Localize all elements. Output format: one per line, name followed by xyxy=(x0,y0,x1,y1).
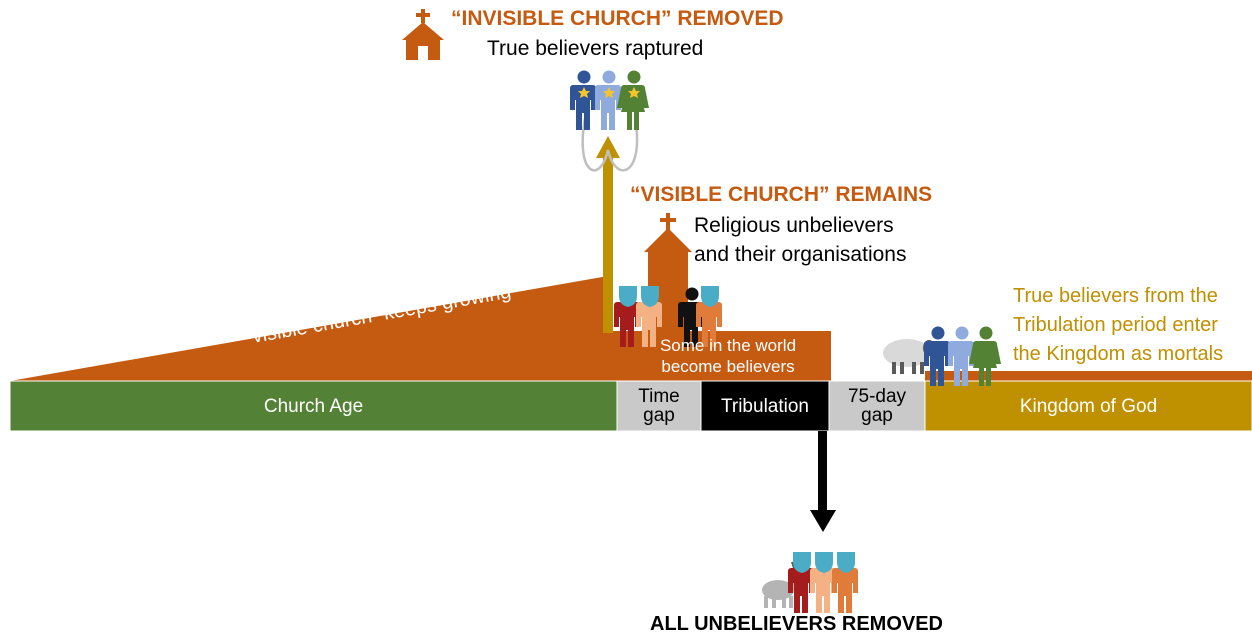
person-icon xyxy=(617,70,649,130)
time-gap-line1: Time xyxy=(638,386,680,407)
person-icon xyxy=(832,552,858,613)
raptured-subtitle: True believers raptured xyxy=(487,37,704,60)
person-icon xyxy=(595,70,621,130)
visible-church-line1: Religious unbelievers xyxy=(694,214,894,237)
kingdom-orange-band xyxy=(925,371,1252,381)
kingdom-label: Kingdom of God xyxy=(1019,395,1158,417)
raptured-title: “INVISIBLE CHURCH” REMOVED xyxy=(451,7,784,30)
raptured-believers xyxy=(570,70,649,130)
visible-church-wedge xyxy=(10,276,831,381)
kingdom-segment xyxy=(924,380,1252,432)
rapture-arrow xyxy=(596,136,620,333)
gap75-line1: 75-day xyxy=(847,386,907,407)
rapture-loop xyxy=(581,117,639,172)
tribulation-label: Tribulation xyxy=(720,395,809,417)
visible-church-title: “VISIBLE CHURCH” REMAINS xyxy=(630,183,933,206)
world-believers-line2: become believers xyxy=(661,357,795,376)
kingdom-note-line2: Tribulation period enter xyxy=(1013,314,1218,336)
church-age-segment xyxy=(9,380,618,432)
time-gap-line2: gap xyxy=(643,405,675,426)
visible-church-line2: and their organisations xyxy=(694,243,907,266)
gap75-segment xyxy=(828,380,926,432)
gap75-label: 75-day gap xyxy=(829,381,925,431)
time-gap-label: Time gap xyxy=(617,381,701,431)
time-gap-segment xyxy=(616,380,702,432)
removed-unbelievers-group xyxy=(762,552,858,613)
church-icon xyxy=(402,9,444,60)
person-icon xyxy=(570,70,596,130)
kingdom-note-line3: the Kingdom as mortals xyxy=(1013,343,1224,365)
kingdom-note-line1: True believers from the xyxy=(1013,285,1218,307)
kingdom-believers-group xyxy=(883,326,1001,386)
gap75-line2: gap xyxy=(861,405,893,426)
church-age-label: Church Age xyxy=(263,395,364,417)
judgment-arrow xyxy=(810,431,836,532)
unbelievers-removed-label: ALL UNBELIEVERS REMOVED xyxy=(650,613,943,635)
world-believers-line1: Some in the world xyxy=(659,336,797,355)
